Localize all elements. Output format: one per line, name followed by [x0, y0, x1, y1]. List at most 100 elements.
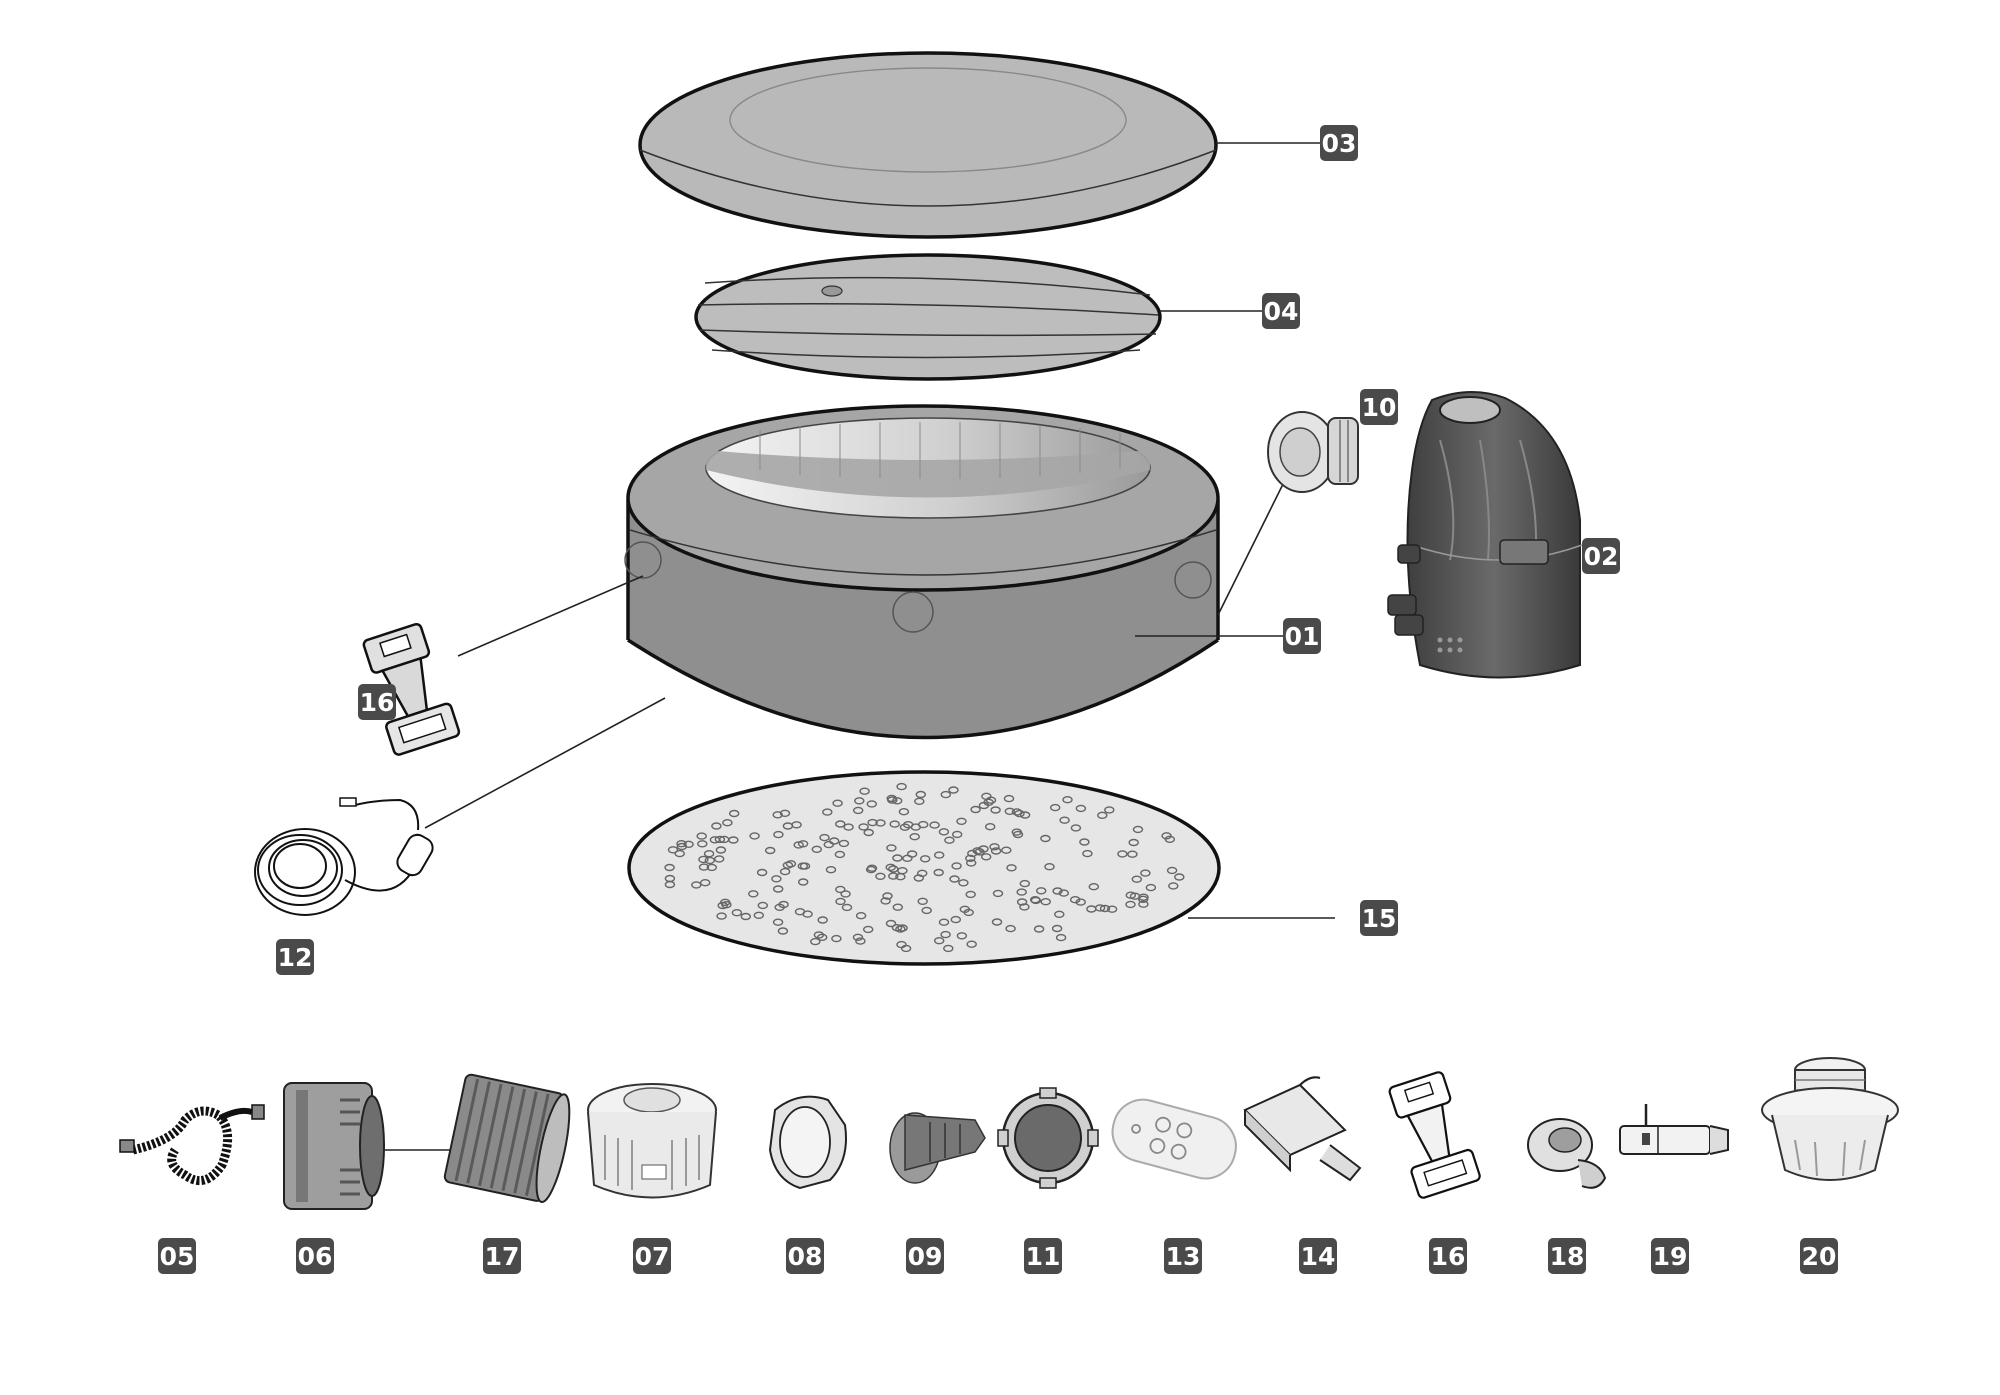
ground-cloth-hole	[1174, 873, 1185, 881]
ground-cloth-hole	[748, 890, 759, 898]
ground-cloth-hole	[703, 850, 715, 858]
ground-cloth-hole	[992, 889, 1004, 898]
ground-cloth-hole	[965, 854, 976, 862]
svg-text:11: 11	[1026, 1242, 1061, 1271]
ground-cloth-hole	[929, 821, 940, 829]
svg-text:06: 06	[298, 1242, 333, 1271]
ground-cloth-hole	[843, 823, 854, 831]
callout-12: 12	[276, 939, 314, 975]
ground-cloth-hole	[1004, 807, 1015, 815]
svg-text:12: 12	[278, 943, 313, 972]
svg-text:20: 20	[1802, 1242, 1837, 1271]
ground-cloth-hole	[715, 846, 727, 854]
ground-cloth-hole	[765, 846, 776, 855]
ground-cloth-hole	[1168, 882, 1179, 890]
ground-cloth-hole	[943, 944, 954, 953]
ground-cloth-hole	[1049, 803, 1061, 812]
ground-cloth-hole	[817, 933, 828, 941]
ground-cloth-hole	[950, 915, 961, 924]
ground-cloth-hole	[855, 937, 866, 945]
ground-cloth-hole	[1131, 875, 1143, 883]
ground-cloth-hole	[1132, 825, 1144, 834]
ground-cloth-hole	[889, 820, 900, 828]
part-13-remote-control	[1111, 1098, 1237, 1180]
ground-cloth-hole	[771, 875, 782, 883]
ground-cloth-hole	[1006, 864, 1017, 872]
ground-cloth-hole	[866, 864, 878, 872]
ground-cloth-hole	[1075, 804, 1087, 813]
part-18-valve	[1527, 1118, 1607, 1189]
leader-10	[1217, 469, 1291, 616]
ground-cloth-hole	[915, 790, 926, 799]
part-06-filter-housing	[283, 1082, 385, 1210]
ground-cloth-hole	[676, 840, 687, 848]
ground-cloth-hole	[898, 808, 910, 816]
part-09-drain-plug	[889, 1112, 986, 1184]
ground-cloth-hole	[985, 823, 996, 831]
ground-cloth-hole	[696, 832, 707, 840]
part-17-filter-cartridge	[443, 1073, 571, 1204]
ground-cloth-hole	[835, 885, 846, 894]
callout-11: 11	[1024, 1238, 1062, 1274]
ground-cloth-hole	[772, 811, 783, 819]
tie-down-loop-icon	[1174, 561, 1212, 599]
ground-cloth-hole	[1161, 832, 1172, 840]
ground-cloth-hole	[819, 833, 830, 842]
ground-cloth-hole	[777, 927, 789, 935]
svg-text:15: 15	[1362, 904, 1397, 933]
ground-cloth-hole	[891, 924, 903, 932]
ground-cloth-hole	[989, 843, 1000, 851]
callout-17: 17	[483, 1238, 521, 1274]
ground-cloth-hole	[700, 879, 711, 887]
ground-cloth-hole	[817, 916, 828, 924]
ground-cloth-hole	[910, 823, 921, 831]
callout-08: 08	[786, 1238, 824, 1274]
leader-16	[457, 575, 644, 657]
ground-cloth-hole	[716, 912, 727, 920]
ground-cloth-hole	[885, 919, 897, 928]
ground-cloth-hole	[1029, 896, 1041, 904]
callout-03: 03	[1320, 125, 1358, 161]
ground-cloth-hole	[773, 830, 784, 839]
ground-cloth-hole	[966, 859, 977, 867]
ground-cloth-hole	[991, 918, 1003, 926]
svg-text:13: 13	[1166, 1242, 1201, 1271]
ground-cloth-hole	[940, 790, 951, 799]
part-15-ground-cloth	[627, 770, 1221, 966]
part-03-cover	[638, 51, 1218, 239]
ground-cloth-hole	[867, 818, 878, 827]
callout-10: 10	[1360, 389, 1398, 425]
ground-cloth-hole	[952, 830, 963, 839]
ground-cloth-hole	[859, 787, 870, 795]
svg-text:01: 01	[1285, 622, 1320, 651]
ground-cloth-hole	[1086, 905, 1097, 913]
ground-cloth-hole	[863, 925, 874, 934]
ground-cloth-hole	[855, 912, 867, 920]
callout-04: 04	[1262, 293, 1300, 329]
tie-down-loop-icon	[892, 591, 934, 633]
ground-cloth-hole	[1106, 905, 1118, 913]
ground-cloth-hole	[981, 853, 992, 861]
ground-cloth-hole	[838, 839, 850, 848]
ground-cloth-hole	[697, 840, 708, 848]
ground-cloth-hole	[938, 918, 950, 926]
ground-cloth-hole	[1059, 816, 1070, 824]
ground-cloth-holes	[664, 782, 1185, 953]
callout-07: 07	[633, 1238, 671, 1274]
part-11-cap	[997, 1087, 1099, 1189]
ground-cloth-hole	[934, 937, 945, 945]
ground-cloth-hole	[1016, 888, 1027, 896]
ground-cloth-hole	[948, 786, 959, 794]
ground-cloth-hole	[1140, 869, 1151, 877]
ground-cloth-hole	[698, 855, 709, 864]
ground-cloth-hole	[1125, 900, 1136, 909]
ground-cloth-hole	[798, 878, 809, 886]
ground-cloth-hole	[1070, 824, 1082, 832]
ground-cloth-hole	[1125, 891, 1137, 899]
ground-cloth-hole	[1019, 879, 1031, 888]
svg-text:04: 04	[1264, 297, 1299, 326]
ground-cloth-hole	[1055, 933, 1067, 942]
ground-cloth-hole	[1088, 883, 1100, 891]
ground-cloth-hole	[756, 868, 768, 877]
part-07-chemical-floater	[587, 1083, 717, 1199]
